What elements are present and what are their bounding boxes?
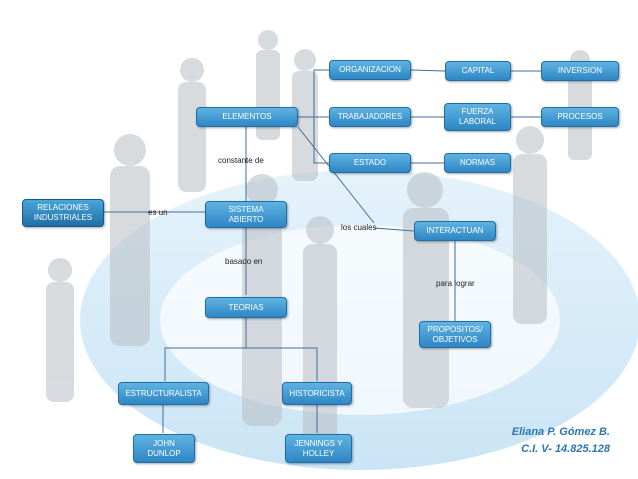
connector-lines: [104, 69, 541, 433]
node-sistema-abierto: SISTEMA ABIERTO: [205, 201, 287, 228]
edge-teorias-historicista: [246, 347, 318, 381]
link-label-los-cuales: los cuales: [341, 223, 377, 232]
edge-elementos-loscuales: [297, 126, 375, 224]
edge-loscuales-interactuan: [373, 227, 415, 232]
node-relaciones-industriales: RELACIONES INDUSTRIALES: [22, 199, 104, 227]
node-procesos: PROCESOS: [541, 107, 619, 127]
node-elementos: ELEMENTOS: [196, 107, 298, 127]
node-normas: NORMAS: [444, 153, 511, 173]
node-capital: CAPITAL: [445, 61, 511, 81]
author-id: C.I. V- 14.825.128: [521, 443, 610, 455]
node-propositos-objetivos: PROPOSITOS/ OBJETIVOS: [419, 321, 491, 348]
link-label-constante-de: constante de: [218, 156, 264, 165]
edge-elementos-organizacion: [313, 69, 329, 117]
link-label-basado-en: basado en: [225, 257, 263, 266]
edge-teorias-estructuralista: [164, 318, 247, 381]
node-trabajadores: TRABAJADORES: [329, 107, 411, 127]
node-estructuralista: ESTRUCTURALISTA: [118, 382, 209, 405]
edge-organizacion-capital: [410, 69, 446, 72]
author-name: Eliana P. Gómez B.: [511, 426, 610, 438]
node-historicista: HISTORICISTA: [282, 382, 352, 405]
author-credit: Eliana P. Gómez B. C.I. V- 14.825.128: [512, 424, 610, 458]
edge-elementos-estado: [313, 117, 329, 164]
node-inversion: INVERSION: [541, 61, 619, 81]
node-organizacion: ORGANIZACION: [329, 60, 411, 80]
link-label-es-un: es un: [148, 208, 168, 217]
node-john-dunlop: JOHN DUNLOP: [133, 434, 195, 463]
node-interactuan: INTERACTUAN: [414, 221, 496, 241]
node-teorias: TEORIAS: [205, 297, 287, 318]
link-label-para-lograr: para lograr: [436, 279, 475, 288]
node-fuerza-laboral: FUERZA LABORAL: [444, 103, 511, 131]
node-jennings-holley: JENNINGS Y HOLLEY: [285, 434, 352, 463]
node-estado: ESTADO: [329, 153, 411, 173]
